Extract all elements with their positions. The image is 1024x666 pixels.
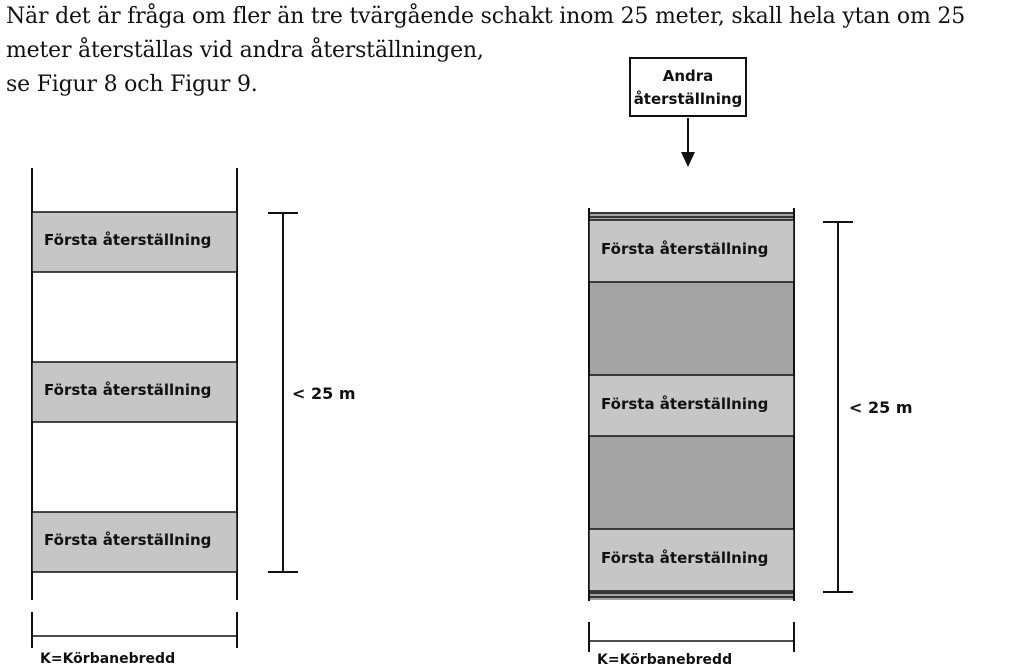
second-restoration-callout: [629, 57, 747, 117]
strip-label: Första återställning: [44, 231, 211, 249]
strip-label: Första återställning: [601, 549, 768, 567]
callout-line-2: återställning: [634, 90, 743, 108]
strip-label: Första återställning: [44, 531, 211, 549]
first-restoration-strip: [31, 211, 238, 273]
intro-line-1: När det är fråga om fler än tre tvärgåen…: [6, 4, 966, 29]
width-label: K=Körbanebredd: [597, 652, 732, 666]
strip-label: Första återställning: [601, 240, 768, 258]
figure-right: Andra återställning Första återställning…: [588, 57, 912, 666]
figure-left: Första återställning Första återställnin…: [31, 168, 355, 666]
strip-label: Första återställning: [601, 395, 768, 413]
first-restoration-strip: [588, 528, 795, 592]
strip-label: Första återställning: [44, 381, 211, 399]
first-restoration-strip: [31, 511, 238, 573]
intro-paragraph: När det är fråga om fler än tre tvärgåen…: [6, 0, 1021, 102]
dimension-label: < 25 m: [849, 398, 912, 417]
callout-line-1: Andra: [663, 67, 714, 85]
intro-line-3: se Figur 8 och Figur 9.: [6, 72, 258, 97]
first-restoration-strip: [588, 374, 795, 437]
first-restoration-strip: [31, 361, 238, 423]
dimension-label: < 25 m: [292, 384, 355, 403]
first-restoration-strip: [588, 219, 795, 283]
intro-line-2: meter återställas vid andra återställnin…: [6, 38, 484, 63]
width-label: K=Körbanebredd: [40, 651, 175, 666]
callout-arrow-head: [681, 152, 695, 167]
